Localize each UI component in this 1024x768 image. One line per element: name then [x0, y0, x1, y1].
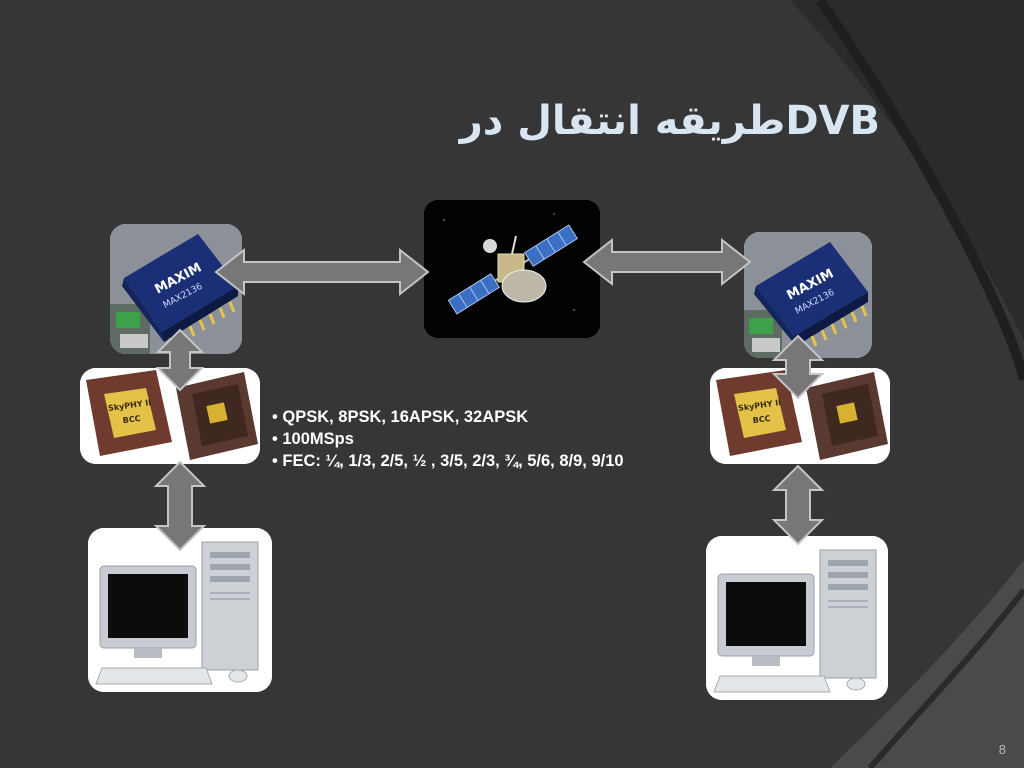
desktop-computer-icon — [706, 536, 888, 700]
tuner-chip-image-left: MAXIM MAX2136 — [110, 224, 242, 354]
demod-chip-logo: BCC — [752, 414, 771, 425]
tuner-chip-icon: MAXIM MAX2136 — [110, 224, 242, 354]
arrow-left-demod-computer — [153, 460, 207, 552]
demod-chip-icon: SkyPHY II BCC — [710, 368, 890, 464]
satellite-image — [424, 200, 600, 338]
demod-chip-icon: SkyPHY II BCC — [80, 368, 260, 464]
arrow-left-chip-satellite — [214, 247, 430, 297]
tuner-chip-image-right: MAXIM MAX2136 — [744, 232, 872, 358]
computer-image-right — [706, 536, 888, 700]
computer-image-left — [88, 528, 272, 692]
demod-chip-image-left: SkyPHY II BCC — [80, 368, 260, 464]
bullet-symbol-rate: • 100MSps — [272, 430, 354, 448]
demod-chip-logo: BCC — [122, 414, 141, 425]
page-number: 8 — [998, 742, 1006, 757]
bullet-fec: • FEC: ¼, 1/3, 2/5, ½ , 3/5, 2/3, ¾, 5/6… — [272, 452, 624, 470]
tuner-chip-icon: MAXIM MAX2136 — [744, 232, 872, 358]
desktop-computer-icon — [88, 528, 272, 692]
satellite-icon — [424, 200, 600, 338]
arrow-right-demod-computer — [771, 464, 825, 546]
arrow-satellite-right-chip — [582, 237, 752, 287]
arrow-left-tuner-demod — [155, 328, 205, 392]
slide-title: طریقه انتقال درDVB — [459, 98, 880, 144]
bullet-modulation: • QPSK, 8PSK, 16APSK, 32APSK — [272, 408, 529, 426]
bullet-list: • QPSK, 8PSK, 16APSK, 32APSK • 100MSps •… — [272, 406, 624, 472]
arrow-right-tuner-demod — [771, 334, 825, 400]
